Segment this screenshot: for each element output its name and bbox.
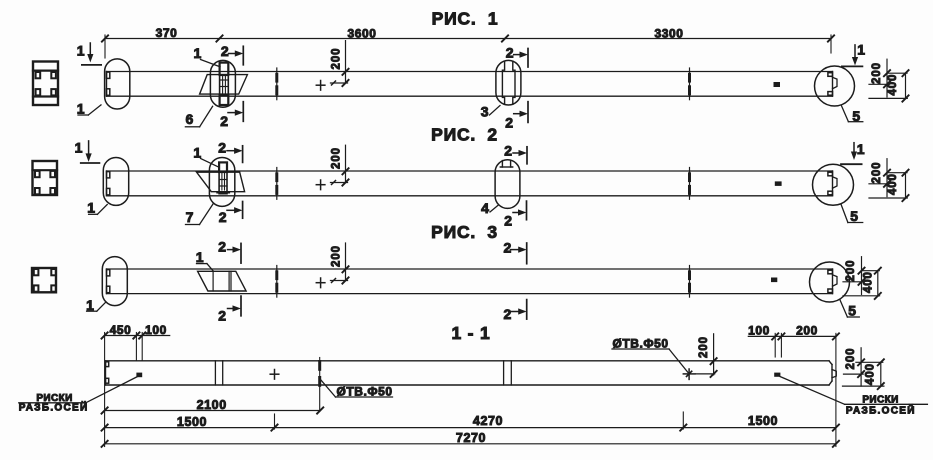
svg-text:1: 1 — [87, 199, 95, 215]
svg-text:2: 2 — [220, 113, 228, 129]
svg-text:200: 200 — [845, 348, 857, 370]
svg-text:РИС. 1: РИС. 1 — [432, 9, 499, 29]
svg-text:4270: 4270 — [473, 414, 503, 428]
svg-text:РИС. 3: РИС. 3 — [431, 222, 498, 242]
svg-text:200: 200 — [871, 162, 883, 184]
svg-text:400: 400 — [865, 363, 877, 385]
svg-text:2100: 2100 — [197, 398, 227, 412]
svg-text:2: 2 — [504, 143, 512, 159]
svg-text:400: 400 — [887, 173, 899, 195]
svg-text:1: 1 — [86, 297, 94, 313]
svg-text:6: 6 — [186, 111, 194, 127]
svg-text:2: 2 — [218, 239, 226, 255]
svg-text:РИС. 2: РИС. 2 — [431, 125, 498, 145]
svg-text:100: 100 — [145, 323, 167, 337]
svg-text:5: 5 — [852, 108, 860, 124]
svg-text:1: 1 — [77, 101, 85, 117]
svg-text:ØТВ.Ф50: ØТВ.Ф50 — [613, 336, 669, 350]
svg-text:2: 2 — [504, 306, 512, 322]
svg-text:1: 1 — [196, 249, 204, 265]
svg-text:3600: 3600 — [347, 26, 376, 40]
svg-text:2: 2 — [504, 213, 512, 229]
svg-text:2: 2 — [218, 308, 226, 324]
svg-text:РИСКИ: РИСКИ — [36, 393, 72, 404]
svg-text:7: 7 — [186, 209, 194, 225]
svg-text:2: 2 — [505, 114, 513, 130]
svg-text:1: 1 — [857, 141, 865, 157]
svg-text:РИСКИ: РИСКИ — [862, 394, 898, 405]
svg-text:3300: 3300 — [654, 26, 683, 40]
svg-text:200: 200 — [331, 48, 343, 70]
svg-text:2: 2 — [218, 139, 226, 155]
svg-text:2: 2 — [504, 240, 512, 256]
svg-text:2: 2 — [506, 45, 514, 61]
svg-text:200: 200 — [871, 62, 883, 84]
svg-text:1: 1 — [194, 45, 202, 61]
svg-text:370: 370 — [156, 26, 178, 40]
svg-text:1: 1 — [77, 43, 85, 59]
svg-text:4: 4 — [481, 200, 489, 216]
svg-text:200: 200 — [698, 336, 710, 358]
svg-text:5: 5 — [850, 208, 858, 224]
svg-text:450: 450 — [110, 323, 132, 337]
svg-text:2: 2 — [219, 209, 227, 225]
svg-text:РАЗБ.ОСЕЙ: РАЗБ.ОСЕЙ — [19, 401, 89, 414]
svg-text:7270: 7270 — [456, 431, 486, 445]
svg-text:400: 400 — [862, 271, 874, 293]
svg-text:200: 200 — [845, 260, 857, 282]
svg-text:5: 5 — [848, 303, 856, 319]
svg-text:1 - 1: 1 - 1 — [451, 323, 490, 343]
svg-text:200: 200 — [331, 147, 343, 169]
svg-text:1: 1 — [193, 145, 201, 161]
svg-text:200: 200 — [796, 324, 818, 338]
svg-text:ØТВ.Ф50: ØТВ.Ф50 — [337, 384, 393, 398]
svg-text:1500: 1500 — [748, 414, 778, 428]
svg-text:200: 200 — [331, 245, 343, 267]
svg-text:100: 100 — [748, 324, 770, 338]
svg-text:400: 400 — [887, 74, 899, 96]
svg-text:РАЗБ.ОСЕЙ: РАЗБ.ОСЕЙ — [846, 404, 916, 417]
svg-text:2: 2 — [221, 43, 229, 59]
svg-text:1: 1 — [75, 140, 83, 156]
svg-text:1: 1 — [857, 42, 865, 58]
svg-text:1500: 1500 — [177, 415, 207, 429]
svg-text:3: 3 — [481, 104, 489, 120]
